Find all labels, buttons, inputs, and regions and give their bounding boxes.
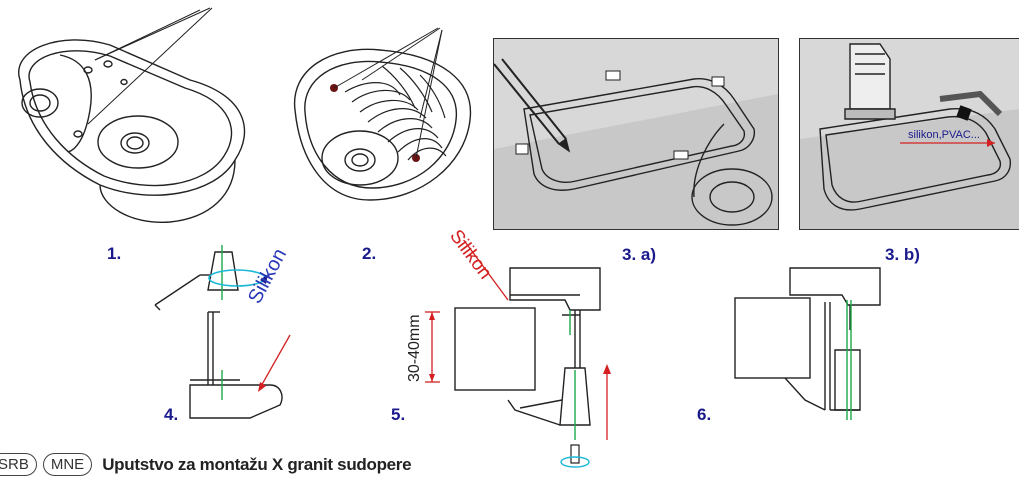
step-label-5: 5.: [391, 405, 406, 424]
photo-panel-3b: silikon,PVAC...: [799, 38, 1019, 230]
step-label-2: 2.: [362, 244, 377, 263]
step-label-3a: 3. a): [622, 245, 657, 264]
badge-srb: SRB: [0, 453, 37, 476]
silikon-pvac-label: silikon,PVAC...: [908, 129, 980, 141]
sink-diagram-2: [293, 27, 472, 201]
footer: SRB MNE Uputstvo za montažu X granit sud…: [0, 448, 412, 481]
clamp-diagram-5: [425, 240, 611, 468]
step-label-4: 4.: [164, 405, 179, 424]
photo-panel-3a: [493, 38, 779, 230]
dimension-label: 30-40mm: [406, 314, 423, 382]
clamp-diagram-6: [734, 267, 881, 420]
page-title: Uputstvo za montažu X granit sudopere: [102, 454, 412, 474]
clamp-diagram-4: [154, 245, 291, 419]
sink-diagram-1: [18, 7, 246, 223]
step-label-3b: 3. b): [885, 245, 920, 264]
step-label-6: 6.: [697, 405, 712, 424]
badge-mne: MNE: [42, 453, 93, 476]
step-label-1: 1.: [107, 244, 122, 263]
